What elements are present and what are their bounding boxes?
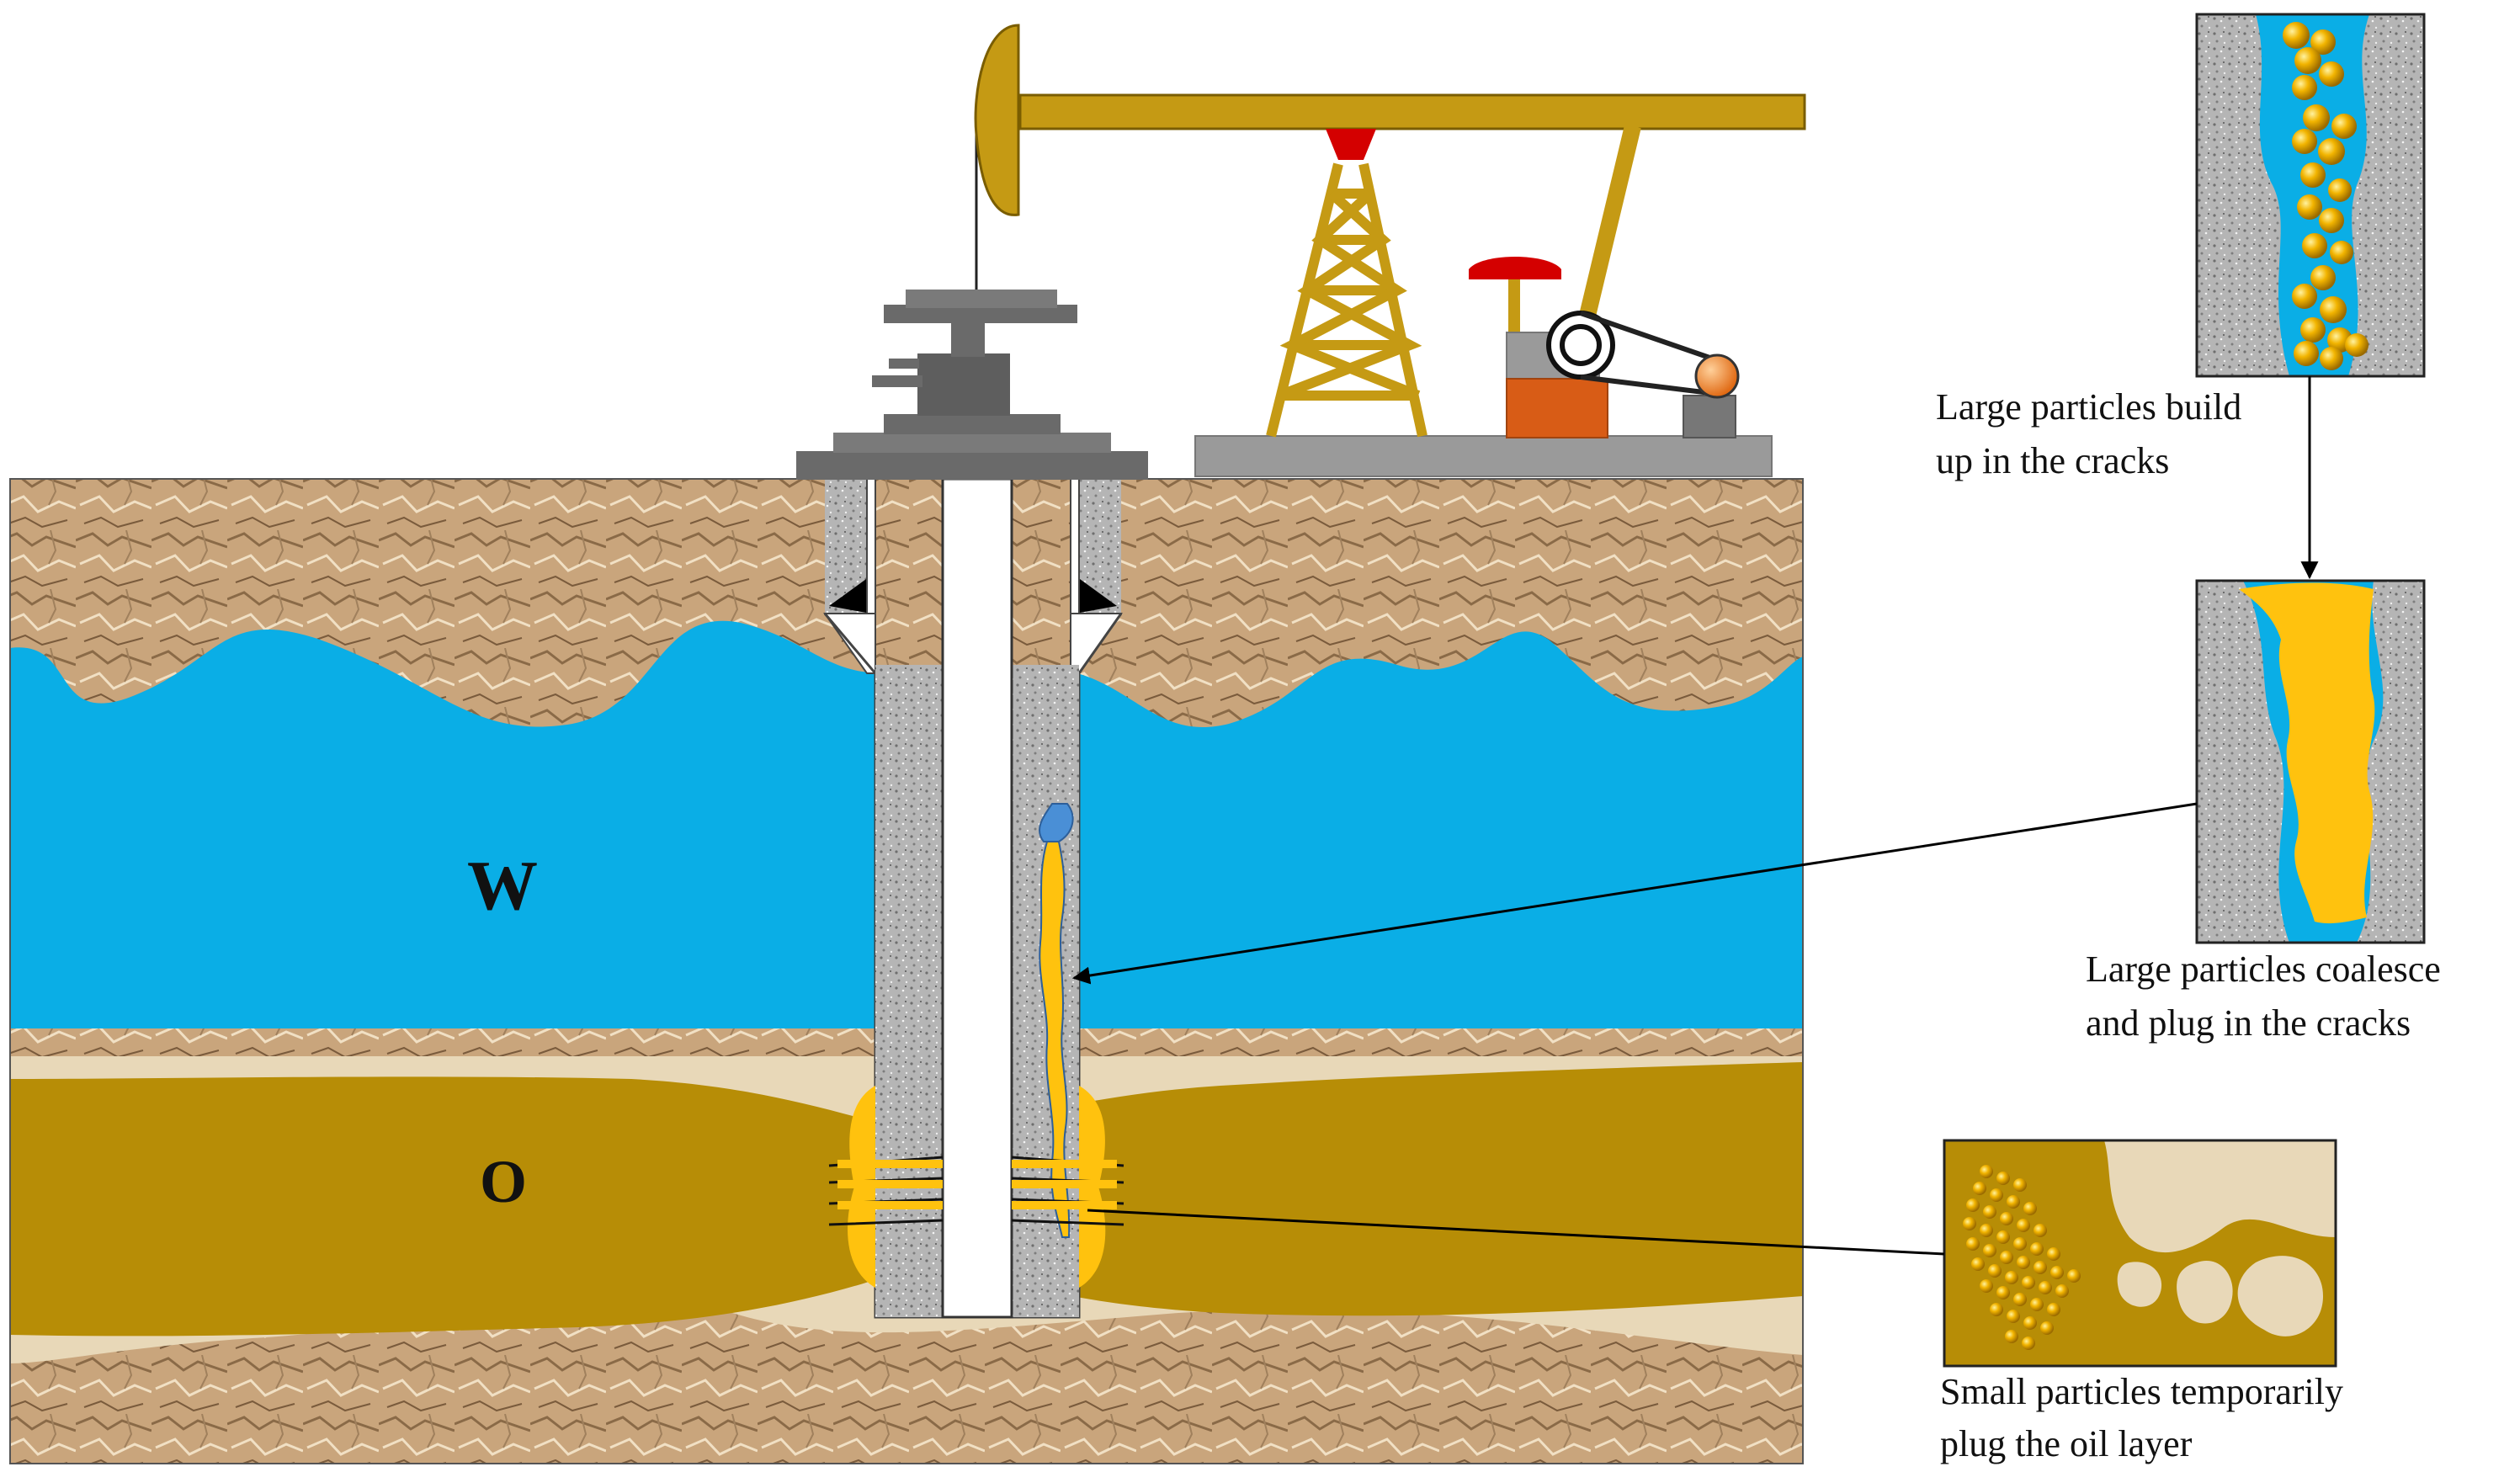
motor-base — [1683, 395, 1736, 438]
brake-handle — [1469, 257, 1561, 279]
caption-build-up-line2: up in the cracks — [1936, 440, 2169, 481]
crack-leader-line — [1071, 802, 2198, 985]
caption-temporary-line1: Small particles temporarily — [1940, 1371, 2343, 1412]
perforation-leader-line — [1087, 1209, 1945, 1256]
casing-shoe-right — [1071, 572, 1117, 614]
water-layer-label: W — [467, 847, 538, 925]
caption-coalesce-line1: Large particles coalesce — [2086, 949, 2441, 990]
motor — [1694, 353, 1740, 399]
gearbox — [1506, 378, 1608, 438]
small-particles — [1963, 1165, 2081, 1350]
perforation-zone — [828, 1086, 1124, 1288]
wellhead — [796, 290, 1148, 480]
caption-temporary-line2: plug the oil layer — [1940, 1423, 2193, 1464]
inset-coalesce: Large particles coalesce and plug in the… — [2086, 579, 2441, 1044]
saddle-bearing — [1326, 129, 1376, 160]
wellbore — [823, 477, 1124, 1319]
pump-jack — [974, 24, 1806, 477]
horsehead — [974, 24, 1020, 216]
inset-build-up: Large particles build up in the cracks — [1936, 13, 2426, 481]
tubing — [941, 477, 1013, 1319]
coalesced-plug — [2239, 582, 2375, 924]
large-particles — [2283, 22, 2368, 370]
pitman-arm — [1574, 124, 1641, 339]
inset-temporary-plug: Small particles temporarily plug the oil… — [1940, 1139, 2343, 1464]
caption-coalesce-line2: and plug in the cracks — [2086, 1002, 2411, 1044]
casing-shoe-left — [829, 572, 875, 614]
crack-plug — [1039, 841, 1071, 1238]
samson-post — [1266, 162, 1427, 438]
walking-beam — [1018, 93, 1806, 130]
pump-base — [1194, 435, 1773, 477]
drive-belt — [1580, 311, 1718, 396]
oil-layer-label: O — [480, 1148, 527, 1215]
caption-build-up-line1: Large particles build — [1936, 386, 2241, 428]
cement-left — [875, 665, 943, 1317]
